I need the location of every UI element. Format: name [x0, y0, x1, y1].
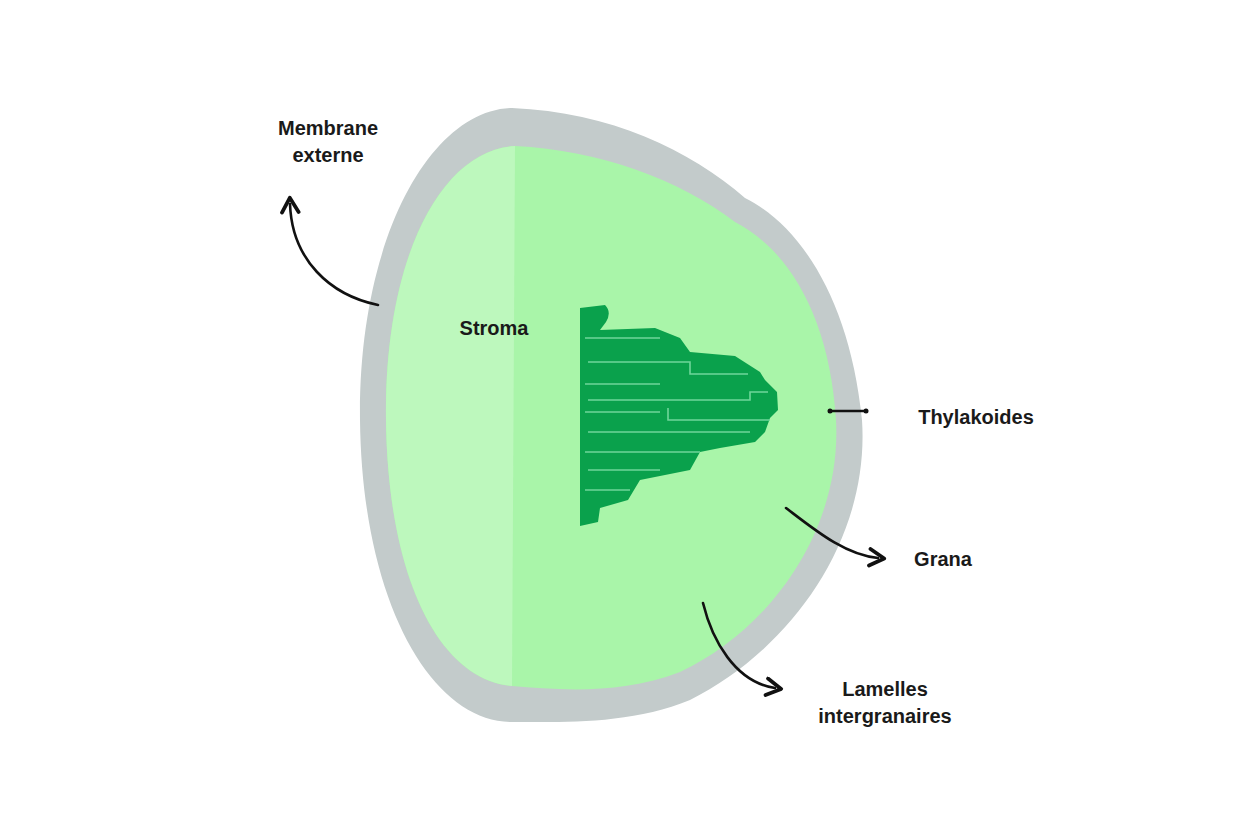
grana-label: Grana	[893, 546, 993, 573]
thylakoid-label: Thylakoides	[896, 404, 1056, 431]
outer-membrane	[360, 108, 863, 722]
leader-lines	[290, 204, 878, 688]
stroma-region	[386, 146, 836, 689]
lamellae-label: Lamelles intergranaires	[795, 676, 975, 730]
grana-stack	[580, 305, 778, 526]
grana-leader	[786, 508, 878, 558]
thylakoid-leader	[830, 410, 866, 413]
lamellae-leader	[703, 603, 775, 688]
thylakoid-lines	[585, 338, 770, 490]
membrane-label: Membrane externe	[258, 115, 398, 169]
stroma-light-half	[386, 146, 515, 686]
membrane-leader	[290, 204, 378, 305]
stroma-label: Stroma	[434, 315, 554, 342]
